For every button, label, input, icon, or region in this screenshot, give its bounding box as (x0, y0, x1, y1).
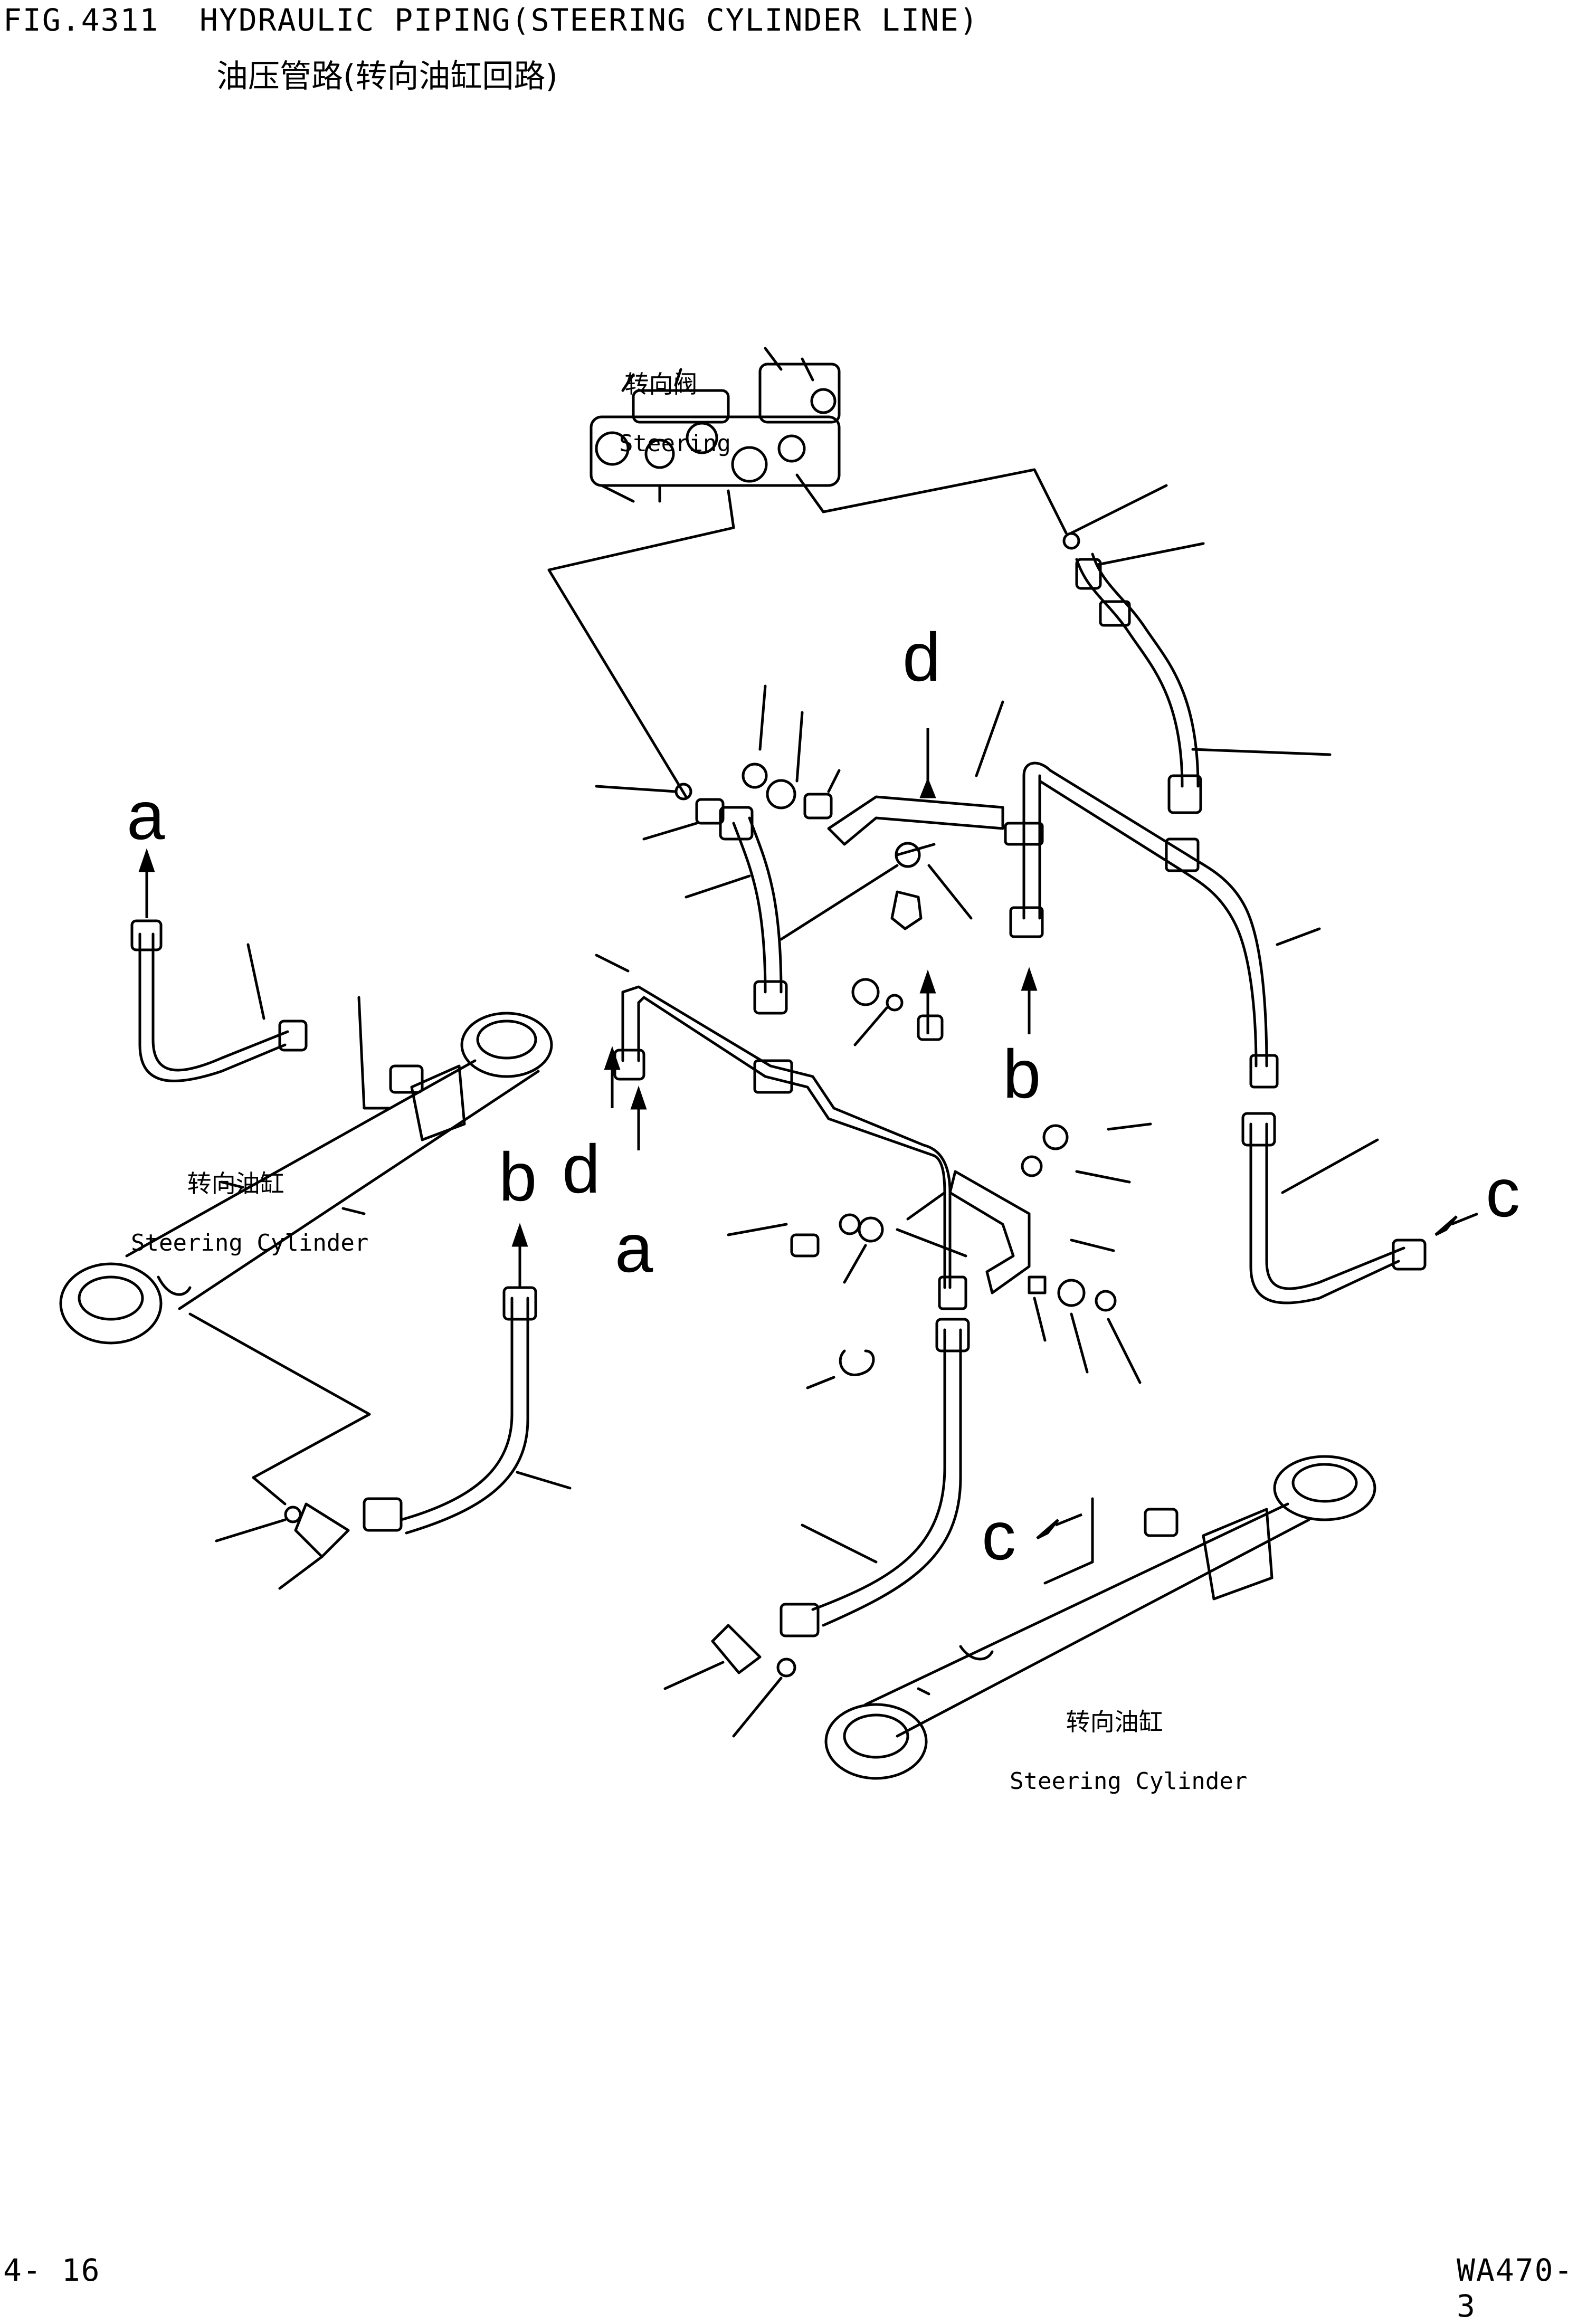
label-steering-cylinder-left-en: Steering Cylinder (130, 1229, 369, 1256)
ref-c-right: c (1486, 1154, 1520, 1231)
ref-a-top: a (127, 777, 165, 854)
pipe-assembly-middle (615, 987, 1029, 1309)
ref-d-top: d (902, 618, 941, 696)
label-steering-cylinder-right: 转向油缸 Steering Cylinder (982, 1649, 1247, 1796)
ref-a-mid: a (615, 1209, 653, 1287)
steering-valve (591, 348, 839, 501)
ref-b-mid: b (1003, 1035, 1041, 1112)
steering-cylinder-left (61, 1013, 552, 1343)
label-steering-cylinder-left: 转向油缸 Steering Cylinder (103, 1111, 368, 1258)
label-steering-valve-en: Steering (619, 430, 731, 457)
label-steering-valve-zh: 转向阀 (624, 370, 698, 398)
label-steering-cylinder-right-zh: 转向油缸 (1066, 1708, 1163, 1736)
ref-b-left: b (499, 1138, 537, 1215)
label-steering-cylinder-right-en: Steering Cylinder (1009, 1767, 1248, 1795)
figure-title-en: HYDRAULIC PIPING(STEERING CYLINDER LINE) (199, 2, 979, 38)
page-number: 4- 16 (3, 2252, 101, 2288)
steering-cylinder-right (826, 1456, 1375, 1778)
model-number: WA470-3 (1457, 2252, 1574, 2324)
figure-title-zh: 油压管路(转向油缸回路) (216, 58, 558, 95)
ref-d-mid: d (562, 1130, 601, 1207)
ref-c-bottom: c (982, 1497, 1016, 1574)
label-steering-cylinder-left-zh: 转向油缸 (187, 1169, 284, 1198)
pipe-bracket-upper (829, 763, 1277, 1087)
label-steering-valve: 转向阀 Steering (591, 311, 731, 458)
figure-number: FIG.4311 (3, 2, 159, 38)
